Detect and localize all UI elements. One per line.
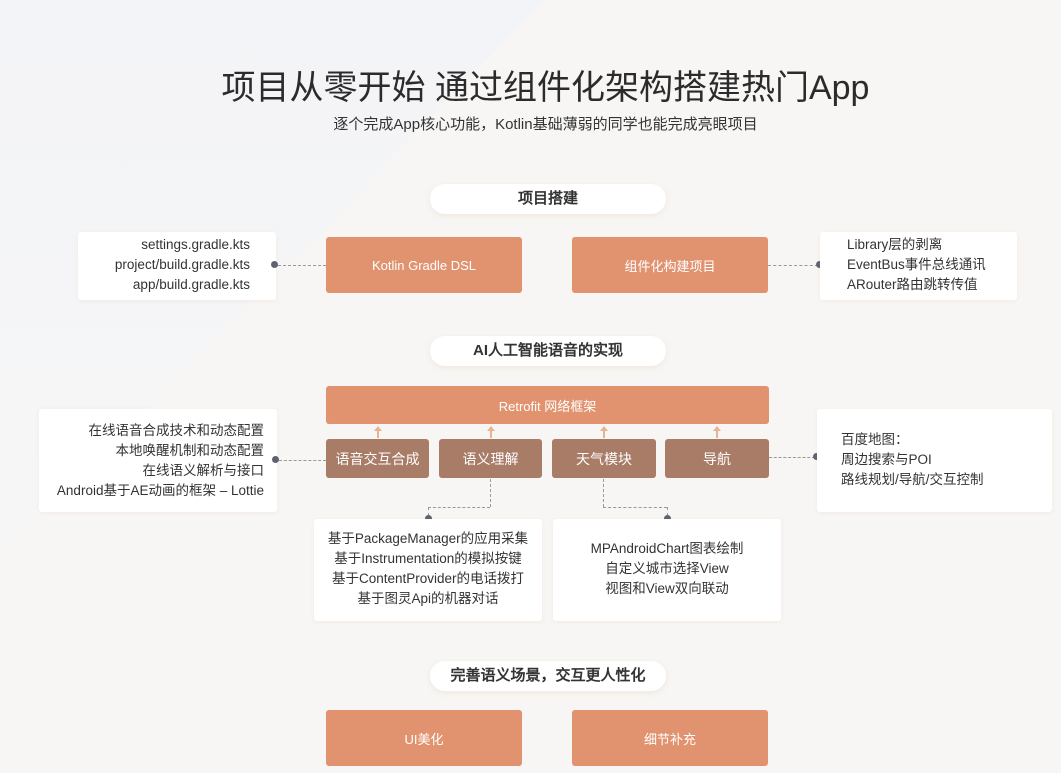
card-line: 本地唤醒机制和动态配置 [115, 443, 265, 458]
arrow-up-icon [373, 426, 383, 438]
connector-line [428, 507, 490, 508]
card-line: 视图和View双向联动 [605, 581, 729, 596]
card-line: app/build.gradle.kts [132, 277, 250, 292]
connector-dot [425, 515, 432, 522]
connector-line [667, 507, 668, 516]
connector-line [490, 479, 491, 507]
connector-dot [813, 453, 820, 460]
retrofit-network-bar: Retrofit 网络框架 [326, 386, 769, 424]
voice-features-card: 在线语音合成技术和动态配置 本地唤醒机制和动态配置 在线语义解析与接口 Andr… [39, 409, 277, 512]
connector-line [279, 460, 326, 461]
connector-line [603, 507, 667, 508]
baidu-map-card: 百度地图： 周边搜索与POI 路线规划/导航/交互控制 [817, 409, 1052, 512]
card-line: project/build.gradle.kts [114, 257, 250, 272]
detail-supplement-box: 细节补充 [572, 710, 768, 766]
card-line: Android基于AE动画的框架 – Lottie [56, 483, 264, 498]
card-line: 基于图灵Api的机器对话 [357, 591, 499, 606]
page-subtitle: 逐个完成App核心功能，Kotlin基础薄弱的同学也能完成亮眼项目 [333, 116, 758, 133]
card-line: 基于Instrumentation的模拟按键 [334, 551, 522, 566]
connector-line [428, 507, 429, 516]
connector-dot [816, 261, 823, 268]
arrow-up-icon [599, 426, 609, 438]
card-line: ARouter路由跳转传值 [847, 277, 978, 292]
card-line: settings.gradle.kts [141, 237, 250, 252]
section-label-project-setup: 项目搭建 [430, 184, 666, 214]
gradle-files-card: settings.gradle.kts project/build.gradle… [78, 232, 276, 300]
card-line: 周边搜索与POI [841, 452, 932, 467]
connector-line [278, 265, 326, 266]
card-line: EventBus事件总线通讯 [847, 257, 986, 272]
module-navigation: 导航 [665, 439, 769, 478]
card-line: 百度地图： [841, 432, 909, 447]
card-line: 在线语义解析与接口 [142, 463, 265, 478]
module-semantic-understanding: 语义理解 [439, 439, 542, 478]
arrow-up-icon [712, 426, 722, 438]
card-line: 路线规划/导航/交互控制 [841, 472, 984, 487]
card-line: MPAndroidChart图表绘制 [590, 541, 744, 556]
weather-features-card: MPAndroidChart图表绘制 自定义城市选择View 视图和View双向… [553, 519, 781, 621]
module-weather: 天气模块 [552, 439, 656, 478]
kotlin-gradle-dsl-box: Kotlin Gradle DSL [326, 237, 522, 293]
section-label-semantic-scenes: 完善语义场景，交互更人性化 [430, 661, 666, 691]
page-title: 项目从零开始 通过组件化架构搭建热门App [221, 69, 870, 107]
card-line: 基于ContentProvider的电话拨打 [331, 571, 525, 586]
componentization-box: 组件化构建项目 [572, 237, 768, 293]
module-voice-synthesis: 语音交互合成 [326, 439, 429, 478]
connector-line [768, 265, 818, 266]
semantic-features-card: 基于PackageManager的应用采集 基于Instrumentation的… [314, 519, 542, 621]
card-line: 自定义城市选择View [605, 561, 729, 576]
ui-beautify-box: UI美化 [326, 710, 522, 766]
connector-line [769, 457, 815, 458]
card-line: Library层的剥离 [847, 237, 943, 252]
connector-dot [271, 261, 278, 268]
card-line: 在线语音合成技术和动态配置 [88, 423, 265, 438]
connector-line [603, 479, 604, 507]
component-features-card: Library层的剥离 EventBus事件总线通讯 ARouter路由跳转传值 [820, 232, 1017, 300]
arrow-up-icon [486, 426, 496, 438]
card-line: 基于PackageManager的应用采集 [327, 531, 529, 546]
connector-dot [272, 456, 279, 463]
connector-dot [664, 515, 671, 522]
section-label-ai-voice: AI人工智能语音的实现 [430, 336, 666, 366]
